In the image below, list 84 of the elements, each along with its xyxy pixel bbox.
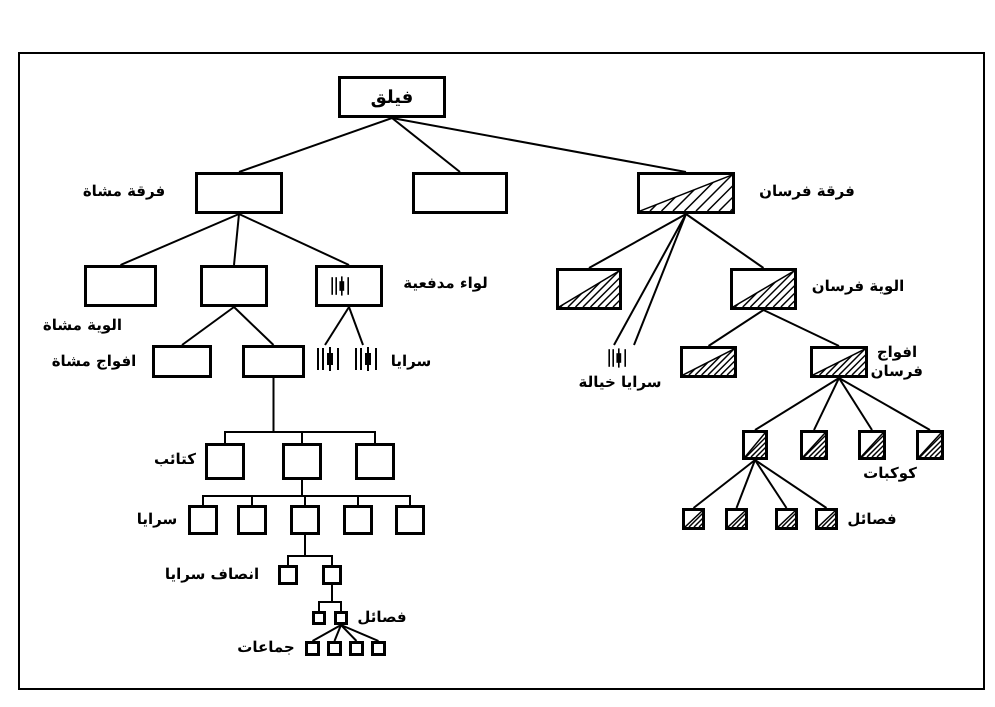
connector-line: [838, 377, 873, 431]
unit-box: [556, 268, 622, 310]
unit-box: [395, 505, 425, 535]
unit-label: كتائب: [153, 450, 197, 469]
connector-line: [334, 624, 342, 642]
unit-label: سرايا: [136, 510, 178, 529]
unit-box: [858, 430, 886, 460]
unit-box: [195, 172, 283, 214]
connector-line: [340, 624, 358, 642]
unit-box: [775, 508, 798, 530]
connector-line: [324, 306, 350, 346]
connector-line: [340, 624, 379, 642]
unit-box: [730, 268, 797, 310]
connector-line: [763, 309, 840, 347]
unit-label: سرايا خيالة: [577, 373, 662, 392]
unit-box: [200, 265, 268, 307]
unit-box: [916, 430, 944, 460]
unit-box: [338, 76, 446, 118]
unit-box: [355, 443, 395, 480]
unit-label: افواج فرسان: [871, 343, 923, 380]
unit-box: [742, 430, 768, 460]
unit-box: [680, 346, 737, 378]
unit-box: [810, 346, 868, 378]
connector-line: [708, 309, 764, 347]
connector-line: [685, 213, 764, 269]
unit-label: فرقة فرسان: [758, 182, 856, 201]
unit-box: [205, 443, 245, 480]
unit-box: [637, 172, 735, 214]
connector-line: [331, 585, 342, 611]
unit-box: [290, 505, 320, 535]
connector-line: [238, 213, 350, 266]
unit-box: [242, 345, 305, 378]
unit-box: [188, 505, 218, 535]
connector-line: [238, 117, 392, 173]
unit-label: جماعات: [236, 638, 296, 657]
unit-box: [371, 641, 386, 656]
unit-box: [682, 508, 705, 530]
connector-line: [348, 306, 364, 346]
unit-label: الوية مشاة: [42, 316, 124, 335]
connector-line: [391, 117, 461, 173]
unit-box: [327, 641, 342, 656]
connector-line: [181, 306, 235, 346]
connector-line: [754, 459, 828, 509]
unit-label: افواج مشاة: [50, 352, 138, 371]
unit-label: فرقة مشاة: [82, 182, 166, 201]
connector-line: [233, 306, 274, 346]
unit-box: [343, 505, 373, 535]
unit-box: [725, 508, 748, 530]
connector-line: [613, 214, 687, 346]
unit-box: [349, 641, 364, 656]
connector-line: [233, 214, 240, 266]
connector-line: [692, 459, 756, 509]
unit-box: [322, 565, 342, 585]
unit-box: [312, 611, 326, 625]
unit-box: [84, 265, 157, 307]
connector-line: [588, 213, 686, 269]
unit-label: انصاف سرايا: [164, 565, 260, 584]
unit-label: كوكبات: [862, 464, 918, 483]
unit-label: الوية فرسان: [810, 277, 906, 296]
connector-line: [304, 535, 333, 565]
connector-line: [392, 117, 686, 173]
unit-box: [237, 505, 267, 535]
unit-box: [412, 172, 508, 214]
connector-line: [736, 460, 756, 508]
unit-box: [152, 345, 212, 378]
unit-box: [278, 565, 298, 585]
connector-line: [754, 459, 788, 509]
unit-label: فصائل: [356, 608, 408, 627]
connector-line: [633, 214, 687, 346]
connector-line: [120, 213, 240, 266]
unit-label: لواء مدفعية: [402, 274, 489, 293]
unit-label: فصائل: [846, 510, 898, 529]
connector-line: [754, 377, 840, 431]
unit-box: [305, 641, 320, 656]
unit-box: [334, 611, 348, 625]
unit-box: [282, 443, 322, 480]
unit-label: سرايا: [390, 352, 432, 371]
unit-name: فيلق: [370, 86, 414, 110]
unit-box: [315, 265, 383, 307]
unit-box: [815, 508, 838, 530]
connector-line: [813, 378, 840, 430]
unit-box: [800, 430, 828, 460]
connector-line: [312, 624, 342, 642]
connector-line: [838, 377, 930, 431]
